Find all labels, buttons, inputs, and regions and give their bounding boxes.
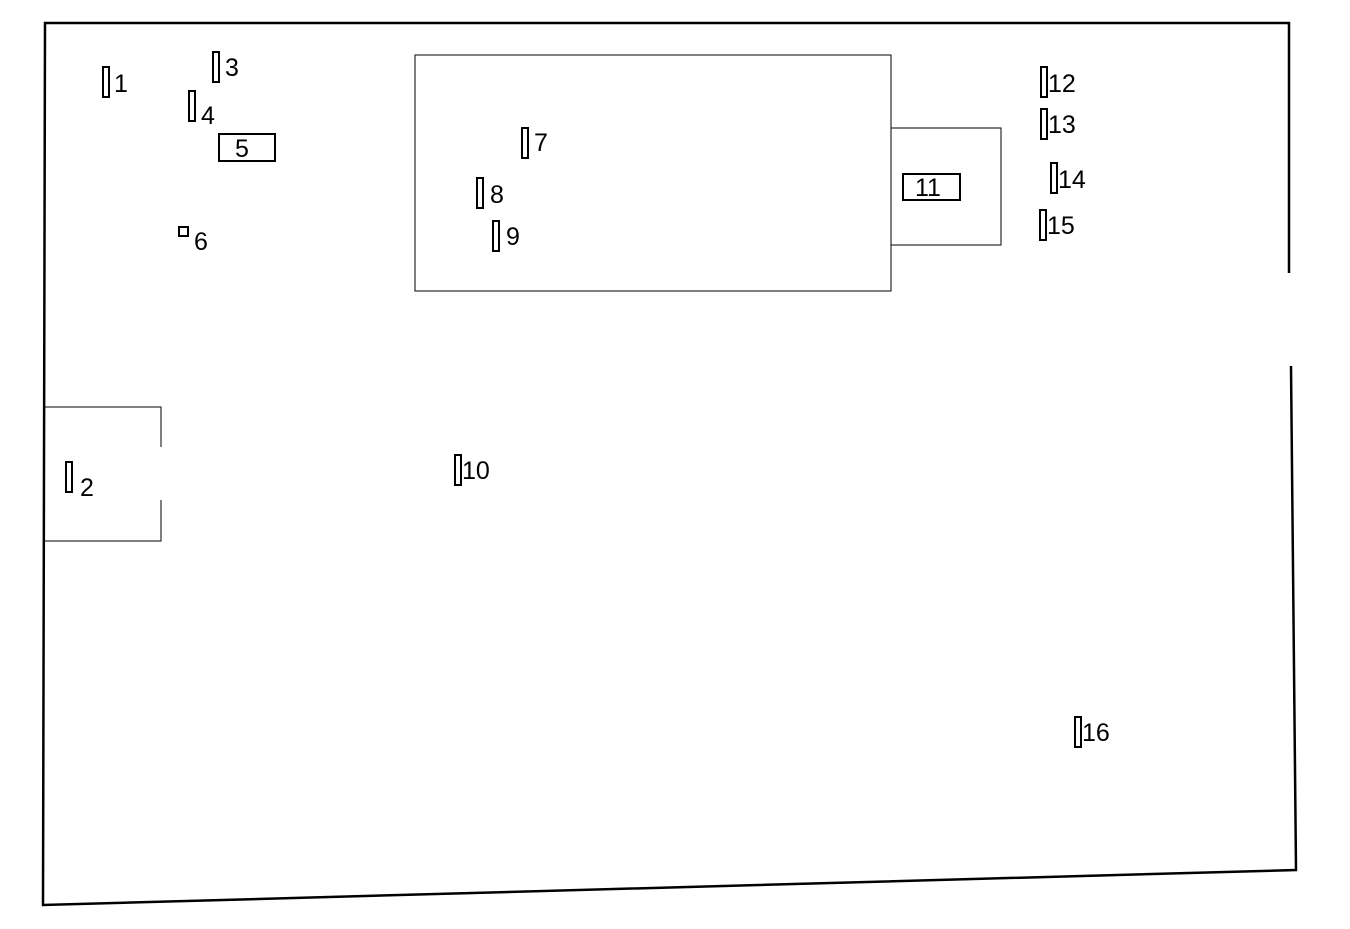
marker-14-label: 14: [1058, 166, 1086, 194]
marker-3-shape[interactable]: [212, 51, 220, 83]
marker-13-shape[interactable]: [1040, 108, 1048, 140]
marker-10-label: 10: [462, 457, 490, 485]
marker-6-label: 6: [194, 228, 208, 256]
marker-4-label: 4: [201, 102, 215, 130]
marker-7-label: 7: [534, 129, 548, 157]
marker-2-label: 2: [80, 474, 94, 502]
marker-13-label: 13: [1048, 111, 1076, 139]
left-alcove-lower: [44, 500, 162, 542]
marker-10-shape[interactable]: [454, 454, 462, 486]
marker-6-shape[interactable]: [178, 226, 189, 237]
marker-8-label: 8: [490, 181, 504, 209]
marker-7-shape[interactable]: [521, 127, 529, 159]
marker-11-shape[interactable]: [902, 173, 961, 201]
marker-3-label: 3: [225, 54, 239, 82]
marker-16-label: 16: [1082, 719, 1110, 747]
marker-4-shape[interactable]: [188, 90, 196, 122]
outer-wall: [41, 21, 1298, 907]
marker-12-label: 12: [1048, 70, 1076, 98]
marker-5-shape[interactable]: [218, 133, 276, 162]
marker-2-shape[interactable]: [65, 461, 73, 493]
marker-15-shape[interactable]: [1039, 209, 1047, 241]
marker-16-shape[interactable]: [1074, 716, 1082, 748]
marker-11-label: 11: [915, 174, 941, 202]
marker-1-shape[interactable]: [102, 66, 110, 98]
central-room: [414, 54, 892, 292]
marker-9-label: 9: [506, 223, 520, 251]
marker-1-label: 1: [114, 70, 128, 98]
marker-14-shape[interactable]: [1050, 162, 1058, 194]
annex-room: [891, 127, 1002, 246]
marker-5-label: 5: [235, 135, 249, 163]
left-alcove: [44, 406, 162, 447]
marker-12-shape[interactable]: [1040, 66, 1048, 98]
marker-9-shape[interactable]: [492, 220, 500, 252]
marker-15-label: 15: [1047, 212, 1075, 240]
marker-8-shape[interactable]: [476, 177, 484, 209]
